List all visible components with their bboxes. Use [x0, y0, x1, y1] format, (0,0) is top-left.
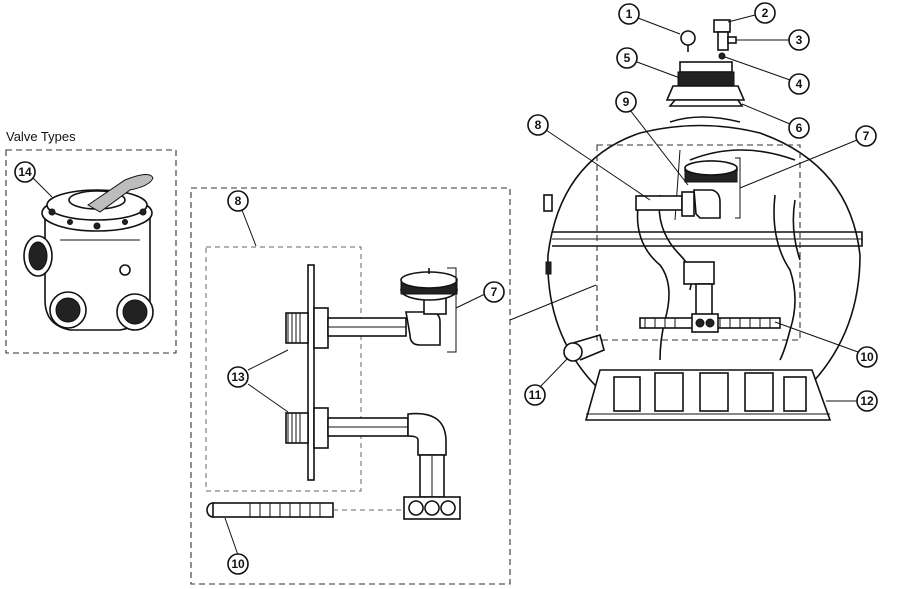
callout-8-detail: 8 — [227, 190, 257, 247]
svg-text:11: 11 — [529, 388, 542, 402]
callout-13: 13 — [227, 349, 289, 413]
callout-4: 4 — [724, 56, 810, 95]
air-relief-valve — [713, 19, 731, 33]
bulkhead-group-box — [205, 246, 362, 492]
valve-types-panel: Valve Types — [5, 129, 177, 354]
svg-text:7: 7 — [863, 129, 870, 143]
callout-9: 9 — [615, 91, 689, 186]
sand-filter-tank — [543, 116, 863, 421]
callout-6: 6 — [741, 103, 810, 139]
tank-base-stand — [584, 369, 832, 421]
callout-1: 1 — [618, 3, 681, 35]
tank-lid — [679, 61, 733, 73]
callout-12: 12 — [826, 390, 878, 412]
detail-connector-line — [509, 284, 597, 321]
svg-text:13: 13 — [231, 370, 245, 384]
callout-7-main: 7 — [739, 125, 877, 189]
valve-types-title: Valve Types — [6, 129, 76, 144]
multiport-valve-illustration — [23, 174, 154, 331]
svg-text:5: 5 — [624, 51, 631, 65]
svg-text:9: 9 — [623, 95, 630, 109]
lid-o-ring — [668, 99, 744, 107]
callout-11: 11 — [524, 357, 569, 406]
internals-detail-panel: 8 7 13 10 — [190, 187, 511, 585]
internals-detail-box — [190, 187, 511, 585]
lateral-pipe — [206, 502, 404, 518]
svg-text:10: 10 — [860, 350, 874, 364]
svg-text:1: 1 — [626, 7, 633, 21]
svg-text:2: 2 — [762, 6, 769, 20]
callout-7-detail: 7 — [455, 281, 505, 309]
callout-10-main: 10 — [774, 321, 878, 368]
svg-text:3: 3 — [796, 33, 803, 47]
tank-lid-assembly — [665, 19, 746, 107]
svg-text:10: 10 — [231, 557, 245, 571]
svg-text:8: 8 — [235, 194, 242, 208]
svg-text:12: 12 — [860, 394, 874, 408]
valve-types-box — [5, 149, 177, 354]
callout-2: 2 — [727, 2, 776, 24]
svg-text:7: 7 — [491, 285, 498, 299]
callout-8-main: 8 — [527, 114, 651, 201]
tank-wall-section — [307, 264, 315, 481]
callout-3: 3 — [736, 29, 810, 51]
lower-bulkhead-fitting — [285, 407, 461, 520]
svg-text:6: 6 — [796, 121, 803, 135]
callout-10-detail: 10 — [224, 517, 249, 575]
svg-text:8: 8 — [535, 118, 542, 132]
callout-5: 5 — [616, 47, 681, 79]
upper-bulkhead-fitting — [285, 267, 458, 353]
pressure-gauge — [680, 30, 696, 46]
callout-14: 14 — [14, 161, 53, 198]
svg-text:14: 14 — [18, 165, 32, 179]
svg-text:4: 4 — [796, 77, 803, 91]
internal-assembly-box — [596, 144, 801, 341]
